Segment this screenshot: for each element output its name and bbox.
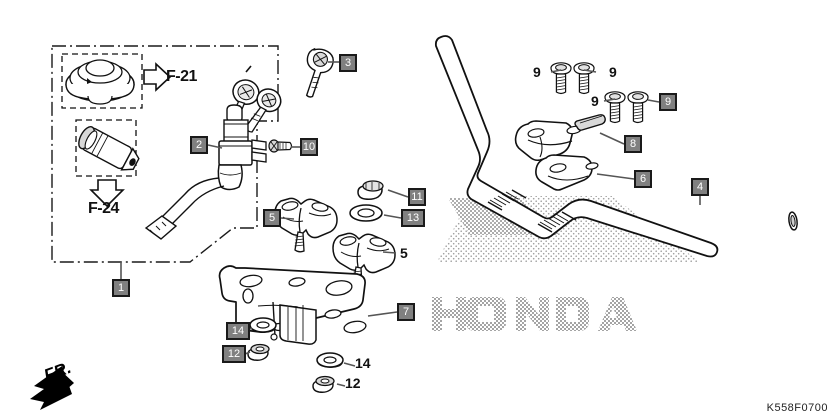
washer-14a-part (249, 317, 277, 334)
key-part (305, 47, 334, 98)
leader-lines (120, 61, 701, 387)
callout-9-d[interactable]: 9 (659, 93, 677, 111)
fr-direction-arrow (30, 366, 74, 410)
callout-14-b: 14 (355, 355, 371, 371)
callout-6[interactable]: 6 (634, 170, 652, 188)
callout-9-b: 9 (609, 64, 617, 80)
callout-5[interactable]: 5 (263, 209, 281, 227)
callout-4[interactable]: 4 (691, 178, 709, 196)
bolt-9c (604, 91, 626, 124)
f24-subgroup-box (75, 119, 137, 177)
f24-lock-part (78, 126, 140, 171)
callout-2[interactable]: 2 (190, 136, 208, 154)
f21-subgroup-box (61, 53, 143, 109)
handlebar-knurl-right (537, 211, 577, 233)
callout-9-a: 9 (533, 64, 541, 80)
upper-holder-a (274, 197, 338, 253)
group-1-boundary (51, 45, 279, 263)
callout-10[interactable]: 10 (300, 138, 318, 156)
ignition-switch-assembly-art (144, 65, 282, 240)
nut-12b-part (312, 375, 335, 393)
callout-11[interactable]: 11 (408, 188, 426, 206)
cover-plate-part (574, 114, 606, 131)
handlebar-holder-upper-art (514, 120, 582, 162)
callout-14-a[interactable]: 14 (226, 322, 250, 340)
callout-12-b: 12 (345, 375, 361, 391)
callout-13[interactable]: 13 (401, 209, 425, 227)
nut-12a-part (247, 343, 270, 361)
handlebar-knurl-left (487, 189, 527, 211)
f21-cap-part (65, 59, 135, 105)
handlebar-part (434, 35, 798, 258)
f21-arrow (143, 62, 172, 92)
reference-f24[interactable]: F-24 (88, 200, 119, 217)
callout-8[interactable]: 8 (624, 135, 642, 153)
part-code: K558F0700 (766, 402, 828, 414)
washer-14b-part (316, 352, 344, 369)
washer-13-part (349, 204, 383, 222)
callout-9-c: 9 (591, 93, 599, 109)
bolt-9d (627, 91, 649, 124)
callout-5-alt: 5 (400, 245, 408, 261)
callout-3[interactable]: 3 (339, 54, 357, 72)
callout-12-a[interactable]: 12 (222, 345, 246, 363)
f24-arrow (89, 179, 125, 208)
handlebar-holder-lower-art (535, 154, 599, 191)
callout-7[interactable]: 7 (397, 303, 415, 321)
reference-f21[interactable]: F-21 (166, 68, 197, 85)
screw-part (268, 139, 293, 153)
bolt-9a (550, 62, 572, 95)
cap-nut-part (357, 180, 384, 200)
bolt-9b (573, 62, 595, 95)
callout-1[interactable]: 1 (112, 279, 130, 297)
